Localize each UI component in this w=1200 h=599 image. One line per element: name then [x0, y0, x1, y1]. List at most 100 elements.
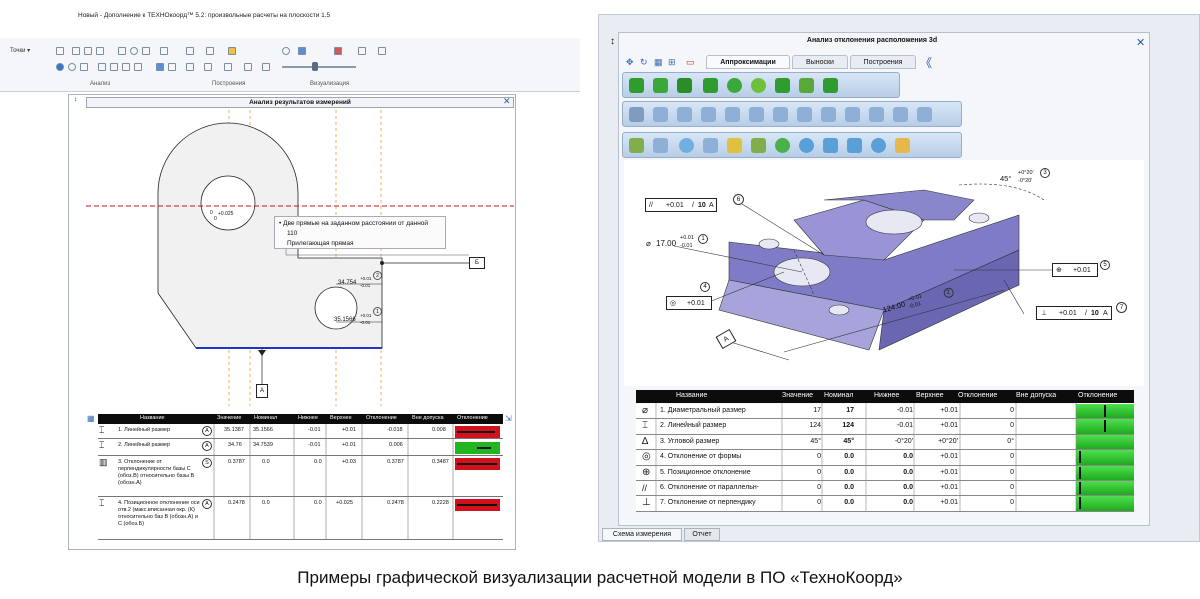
angle-icon[interactable] — [96, 47, 104, 55]
folder-icon[interactable] — [228, 47, 236, 55]
flatness-tol-icon[interactable] — [821, 107, 836, 122]
symmetry-tol-icon[interactable] — [797, 107, 812, 122]
rectangle-icon[interactable] — [142, 47, 150, 55]
table-row[interactable]: ⊕ 5. Позиционное отклонение 0 0.0 0.0 +0… — [636, 465, 1134, 481]
collapse-tabs-icon[interactable]: 《 — [920, 56, 933, 70]
move-icon[interactable]: ✥ — [626, 57, 634, 67]
column-header[interactable]: Отклонение — [457, 415, 488, 421]
column-header[interactable]: Значение — [782, 392, 814, 399]
grid-icon[interactable] — [80, 63, 88, 71]
left-drawing-canvas[interactable] — [86, 108, 516, 408]
grid-view-icon[interactable]: ▦ — [654, 57, 663, 67]
arc-tol-icon[interactable] — [893, 107, 908, 122]
target-icon[interactable] — [68, 63, 76, 71]
tab-measurement-scheme[interactable]: Схема измерения — [602, 528, 682, 541]
surface-approx-icon[interactable] — [775, 78, 790, 93]
cylinder-tol-icon[interactable] — [749, 107, 764, 122]
projection-icon[interactable] — [204, 63, 212, 71]
3d-part-drawing[interactable] — [624, 160, 1144, 386]
blob-construct-icon[interactable] — [775, 138, 790, 153]
prism-approx-icon[interactable] — [677, 78, 692, 93]
diameter-tol-icon[interactable] — [725, 107, 740, 122]
column-header[interactable]: Название — [140, 415, 165, 421]
parallel-icon[interactable] — [72, 47, 80, 55]
tolerance-icon[interactable] — [134, 63, 142, 71]
tab-callouts[interactable]: Выноски — [792, 55, 848, 69]
perpendicularity-callout[interactable]: ⊥ +0.01 / 10 A — [1036, 306, 1112, 320]
sphere-construct-icon[interactable] — [871, 138, 886, 153]
triangle-icon[interactable] — [98, 63, 106, 71]
dots-approx-icon[interactable] — [823, 78, 838, 93]
column-header[interactable]: Название — [676, 392, 708, 399]
point-icon[interactable] — [56, 63, 64, 71]
table-row[interactable]: // 6. Отклонение от параллельн- 0 0.0 0.… — [636, 481, 1134, 497]
folder-construct-icon[interactable] — [895, 138, 910, 153]
datum-a-box[interactable]: А — [256, 384, 268, 398]
column-header[interactable]: Нижнее — [298, 415, 318, 421]
sphere-approx-icon[interactable] — [727, 78, 742, 93]
form-deviation-callout[interactable]: ◎ +0.01 — [666, 296, 712, 310]
angle2-tol-icon[interactable] — [773, 107, 788, 122]
analysis-active-icon[interactable] — [156, 63, 164, 71]
angle-tol-icon[interactable] — [701, 107, 716, 122]
close-panel-icon[interactable]: ✕ — [1136, 37, 1146, 49]
table-row[interactable]: ⊥ 7. Отклонение от перпендику 0 0.0 0.0 … — [636, 496, 1134, 512]
column-header[interactable]: Номинал — [824, 392, 854, 399]
parallelism-callout[interactable]: // +0.01 / 10 A — [645, 198, 717, 212]
cone-approx-icon[interactable] — [703, 78, 718, 93]
settings-icon[interactable] — [282, 47, 290, 55]
table-view-icon[interactable] — [168, 63, 176, 71]
spark-construct-icon[interactable] — [727, 138, 742, 153]
pin-icon[interactable] — [56, 47, 64, 55]
table-row[interactable]: ⌶ 1. Линейный размер А 35.1387 35.1566 -… — [98, 425, 503, 439]
measure-icon[interactable] — [110, 63, 118, 71]
color-map-icon[interactable] — [334, 47, 342, 55]
tab-approximations[interactable]: Аппроксимации — [706, 55, 790, 69]
cross-icon[interactable] — [160, 47, 168, 55]
column-header[interactable]: Вне допуска — [412, 415, 444, 421]
offset-icon[interactable] — [224, 63, 232, 71]
dimension-icon[interactable] — [262, 63, 270, 71]
tab-report[interactable]: Отчет — [684, 528, 720, 541]
point-construct-icon[interactable] — [679, 138, 694, 153]
table-row[interactable]: ⌶ 2. Линейный размер 124 124 -0.01 +0.01… — [636, 419, 1134, 435]
fit-view-icon[interactable]: ⊞ — [668, 57, 676, 67]
column-header[interactable]: Номинал — [254, 415, 278, 421]
pin-panel-icon[interactable]: ↕ — [610, 36, 615, 47]
position-tol-icon[interactable] — [845, 107, 860, 122]
axis-construct-icon[interactable] — [703, 138, 718, 153]
column-header[interactable]: Отклонение — [1078, 392, 1118, 399]
column-header[interactable]: Значение — [217, 415, 242, 421]
dimension-2-badge[interactable]: 2 — [373, 271, 382, 280]
perp-tol-icon[interactable] — [677, 107, 692, 122]
cylinder-construct-icon[interactable] — [823, 138, 838, 153]
plane-construct-icon[interactable] — [653, 138, 668, 153]
torus-approx-icon[interactable] — [751, 78, 766, 93]
transform-icon[interactable] — [186, 47, 194, 55]
vector-construct-icon[interactable] — [751, 138, 766, 153]
column-header[interactable]: Вне допуска — [1016, 392, 1057, 399]
circle-icon[interactable] — [130, 47, 138, 55]
view-mode-icon[interactable] — [298, 47, 306, 55]
datum-b-box[interactable]: Б — [469, 257, 485, 269]
column-header[interactable]: Верхнее — [916, 392, 944, 399]
fillet-icon[interactable] — [244, 63, 252, 71]
column-header[interactable]: Нижнее — [874, 392, 900, 399]
cone-construct-icon[interactable] — [847, 138, 862, 153]
eraser-icon[interactable]: ▭ — [686, 57, 695, 67]
table-row[interactable]: ◎ 4. Отклонение от формы 0 0.0 0.0 +0.01… — [636, 450, 1134, 466]
display-option2-icon[interactable] — [378, 47, 386, 55]
layers-icon[interactable] — [206, 47, 214, 55]
line-construct-icon[interactable] — [629, 138, 644, 153]
profile-tol-icon[interactable] — [869, 107, 884, 122]
table-row[interactable]: ⌶ 4. Позиционное отклонение оси отв.2 (м… — [98, 498, 503, 540]
construct-icon[interactable] — [186, 63, 194, 71]
column-header[interactable]: Отклонение — [366, 415, 397, 421]
tab-constructions[interactable]: Построения — [850, 55, 916, 69]
perpendicular-icon[interactable] — [84, 47, 92, 55]
export-icon[interactable]: ⇲ — [505, 414, 512, 423]
table-row[interactable]: ⌀ 1. Диаметральный размер 17 17 -0.01 +0… — [636, 404, 1134, 420]
table-grid-icon[interactable]: ▦ — [87, 414, 95, 423]
cube-approx-icon[interactable] — [653, 78, 668, 93]
parallel-tol-icon[interactable] — [653, 107, 668, 122]
